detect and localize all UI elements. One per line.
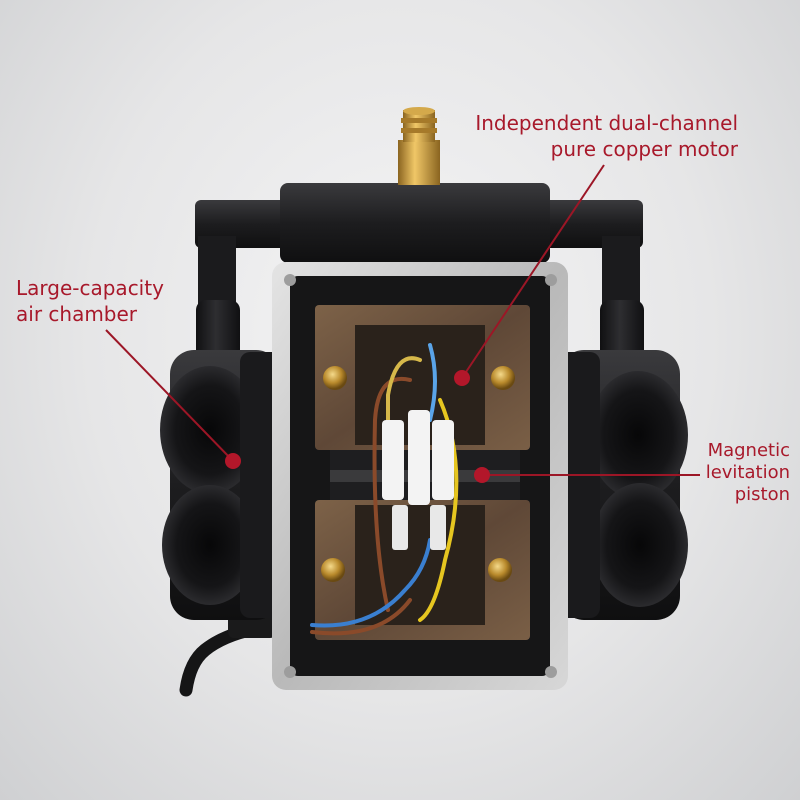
screw [488, 558, 512, 582]
callout-motor-line2: pure copper motor [550, 137, 738, 161]
callout-piston: Magnetic levitation piston [706, 440, 790, 506]
brass-hose-fitting [398, 107, 440, 185]
callout-piston-line1: Magnetic [707, 440, 790, 461]
screw [321, 558, 345, 582]
chamber-dot-marker [225, 453, 241, 469]
callout-chamber-line2: air chamber [16, 302, 138, 326]
chamber-leader-line [105, 329, 234, 462]
piston-dot-marker [474, 467, 490, 483]
motor-leader-line [461, 164, 605, 379]
motor-dot-marker [454, 370, 470, 386]
top-housing [280, 183, 550, 263]
screw [323, 366, 347, 390]
callout-motor: Independent dual-channel pure copper mot… [475, 110, 738, 162]
callout-chamber-line1: Large-capacity [16, 276, 164, 300]
callout-piston-line2: levitation [705, 462, 790, 483]
wire-connectors [382, 410, 454, 550]
callout-motor-line1: Independent dual-channel [475, 111, 738, 135]
screw [491, 366, 515, 390]
callout-piston-line3: piston [734, 484, 790, 505]
callout-air-chamber: Large-capacity air chamber [16, 275, 164, 327]
